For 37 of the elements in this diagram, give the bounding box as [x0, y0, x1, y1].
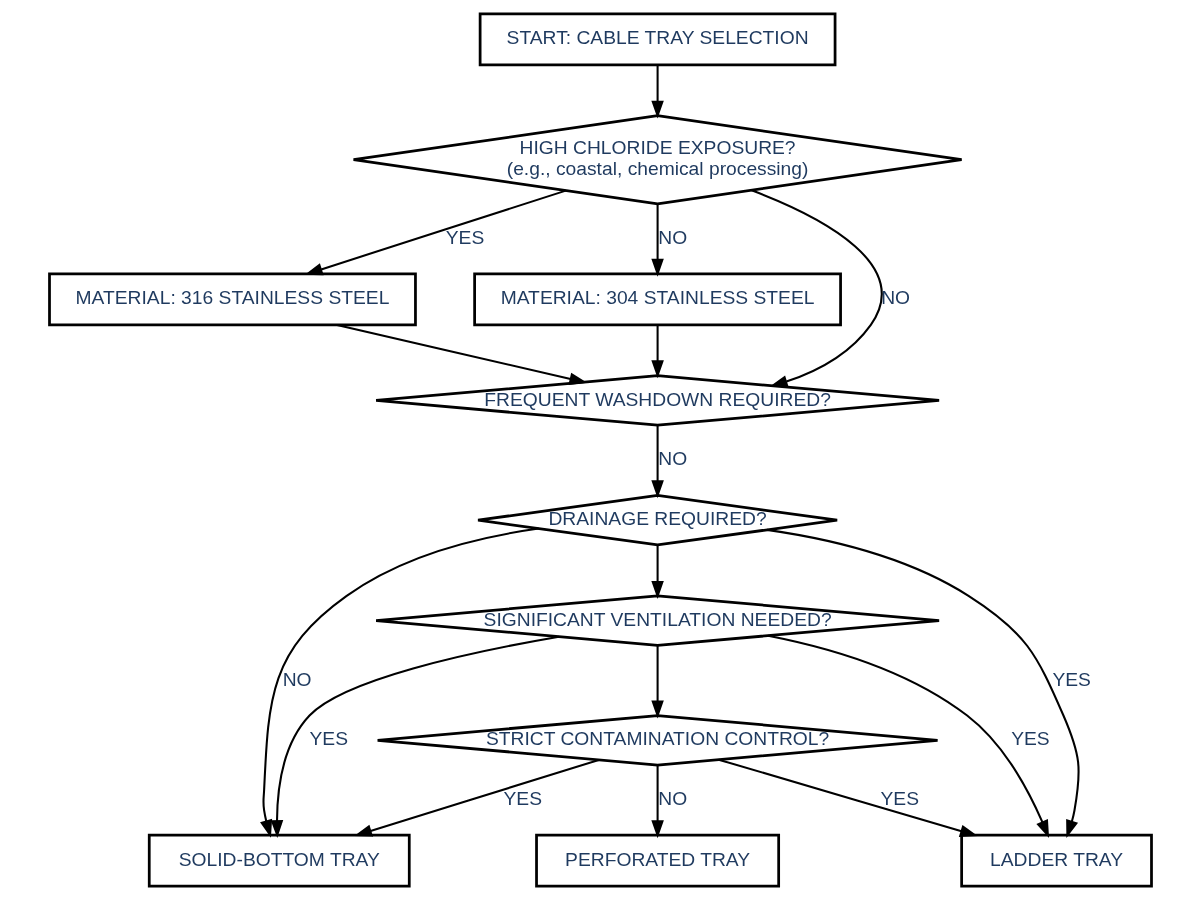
arrow — [750, 189, 883, 388]
edge-label: YES — [309, 728, 348, 750]
arrow — [767, 634, 1049, 839]
arrow — [650, 425, 664, 499]
edge-label: YES — [503, 788, 542, 810]
node-box: START: CABLE TRAY SELECTION — [478, 12, 836, 67]
edge-label: NO — [657, 448, 687, 470]
arrow — [336, 323, 587, 385]
edge-label: YES — [879, 788, 919, 810]
arrow — [259, 527, 539, 838]
arrow — [766, 528, 1080, 838]
node-diamond: DRAINAGE REQUIRED? — [476, 494, 839, 547]
node-diamond: SIGNIFICANT VENTILATION NEEDED? — [374, 594, 940, 647]
edge-label: NO — [880, 287, 910, 309]
edge-label: NO — [282, 668, 312, 690]
arrow — [650, 204, 664, 277]
node-diamond: STRICT CONTAMINATION CONTROL? — [375, 714, 939, 767]
arrow — [650, 65, 664, 119]
arrow — [717, 758, 978, 837]
arrow — [650, 325, 664, 379]
node-box: PERFORATED TRAY — [534, 833, 780, 888]
node-box: MATERIAL: 304 STAINLESS STEEL — [472, 272, 842, 327]
node-box: LADDER TRAY — [959, 833, 1153, 888]
arrow — [270, 635, 559, 839]
arrow — [650, 765, 664, 839]
node-diamond: HIGH CHLORIDE EXPOSURE? (e.g., coastal, chemical processing) — [351, 114, 963, 206]
edge-label: NO — [657, 788, 687, 810]
arrow — [650, 545, 664, 599]
edge-label: YES — [445, 226, 484, 248]
node-box: SOLID-BOTTOM TRAY — [147, 833, 411, 888]
arrow — [304, 189, 566, 276]
arrow — [650, 645, 664, 719]
edge-label: NO — [657, 226, 687, 248]
arrow — [353, 758, 599, 837]
edge-label: YES — [1051, 668, 1091, 690]
node-box: MATERIAL: 316 STAINLESS STEEL — [47, 272, 417, 327]
edge-label: YES — [1010, 728, 1050, 750]
